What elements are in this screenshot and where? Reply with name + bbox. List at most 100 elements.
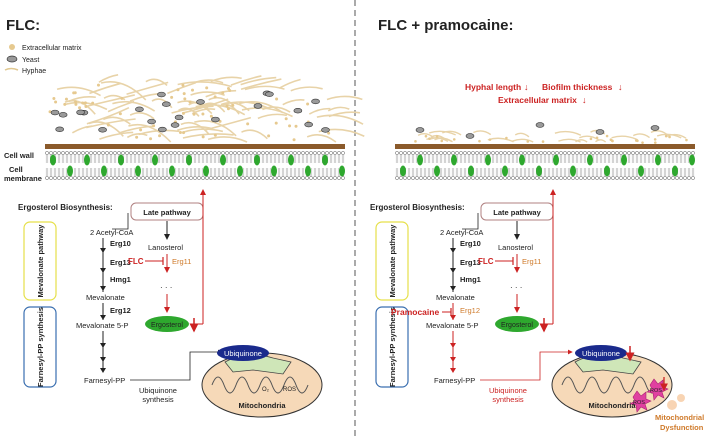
pathway-arrowheads-3 (100, 343, 106, 373)
lipid-head (237, 151, 241, 155)
farnesyl-synthesis-box (23, 306, 57, 388)
lipid-head (125, 176, 129, 180)
flc-label: FLC (478, 257, 494, 266)
lipid-head (443, 151, 447, 155)
pathway-arrowhead-red (450, 315, 456, 320)
lipid-tail (262, 155, 264, 176)
lipid-head (45, 176, 49, 180)
lipid-head (209, 176, 213, 180)
ecm-particle (274, 121, 278, 125)
ecm-particle (182, 92, 186, 96)
lipid-head (153, 151, 157, 155)
lipid-head (579, 176, 583, 180)
ecm-particle (267, 134, 271, 138)
lipid-head (281, 176, 285, 180)
lipid-tail (194, 155, 196, 176)
effect-hyphal: Hyphal length (465, 82, 521, 92)
farnesyl-synthesis-box (375, 306, 409, 388)
ergosterol-molecule (152, 154, 158, 166)
lipid-head (435, 151, 439, 155)
hypha (429, 130, 456, 136)
yeast-cell (135, 106, 144, 113)
lipid-head (455, 176, 459, 180)
lipid-head (507, 176, 511, 180)
yeast-cell (211, 116, 220, 123)
lipid-tail (680, 155, 682, 176)
hypha (64, 99, 96, 115)
lipid-head (635, 176, 639, 180)
lipid-tail (500, 155, 502, 176)
lipid-head (133, 151, 137, 155)
ergosterol-molecule (417, 154, 423, 166)
lipid-head (149, 151, 153, 155)
lipid-head (415, 176, 419, 180)
lipid-head (639, 151, 643, 155)
yeast-cell (55, 126, 64, 133)
lipid-head (293, 151, 297, 155)
hypha (128, 123, 172, 143)
lipid-head (663, 176, 667, 180)
yeast-cell (147, 118, 156, 125)
lipid-tail (214, 155, 216, 176)
lipid-head (265, 151, 269, 155)
lipid-tail (90, 155, 92, 176)
lanosterol: Lanosterol (498, 243, 533, 252)
lipid-tail (472, 155, 474, 176)
lipid-tail (672, 155, 674, 176)
lipid-head (301, 176, 305, 180)
lipid-head (53, 176, 57, 180)
lipid-head (329, 176, 333, 180)
ecm-particle (188, 100, 192, 104)
lipid-tail (632, 155, 634, 176)
ergosterol-molecule (604, 165, 610, 177)
mevalonate-5p: Mevalonate 5-P (76, 321, 129, 330)
yeast-cell (311, 98, 320, 105)
lipid-head (253, 151, 257, 155)
ergosterol-label: Ergosterol (501, 322, 533, 329)
lipid-head (687, 151, 691, 155)
lipid-head (93, 151, 97, 155)
lipid-head (519, 151, 523, 155)
lipid-head (81, 176, 85, 180)
mevalonate-pathway-box (375, 221, 409, 301)
yeast-cell (174, 114, 184, 121)
lipid-head (297, 151, 301, 155)
mevalonate-pathway-label: Mevalonate pathway (388, 224, 397, 298)
ergosterol-molecule (50, 154, 56, 166)
lipid-head (121, 151, 125, 155)
ergosterol-molecule (451, 154, 457, 166)
ecm-particle (440, 139, 444, 143)
biofilm-mass (48, 73, 365, 143)
lipid-tail (150, 155, 152, 176)
lipid-tail (198, 155, 200, 176)
lipid-head (571, 151, 575, 155)
lipid-head (527, 176, 531, 180)
lipid-tail (504, 155, 506, 176)
lipid-tail (206, 155, 208, 176)
lipid-head (563, 151, 567, 155)
lipid-tail (74, 155, 76, 176)
lipid-head (229, 176, 233, 180)
lipid-head (599, 176, 603, 180)
lipid-tail (274, 155, 276, 176)
ecm-particle (595, 136, 599, 140)
enzyme-erg11: Erg11 (522, 257, 541, 266)
ecm-particle (505, 136, 508, 140)
lipid-tail (396, 155, 398, 176)
ecm-particle (225, 104, 229, 108)
lipid-tail (684, 155, 686, 176)
ecm-particle (213, 133, 217, 137)
dysfunction-blob (677, 394, 685, 402)
ergosterol-molecule (254, 154, 260, 166)
ecm-particle (292, 138, 296, 142)
lipid-head (507, 151, 511, 155)
lipid-tail (66, 155, 68, 176)
lipid-head (459, 176, 463, 180)
lipid-head (555, 176, 559, 180)
hypha (257, 113, 288, 120)
lipid-head (189, 151, 193, 155)
ergosterol-molecule (322, 154, 328, 166)
lipid-head (201, 176, 205, 180)
ecm-particle (541, 140, 545, 143)
lipid-tail (596, 155, 598, 176)
